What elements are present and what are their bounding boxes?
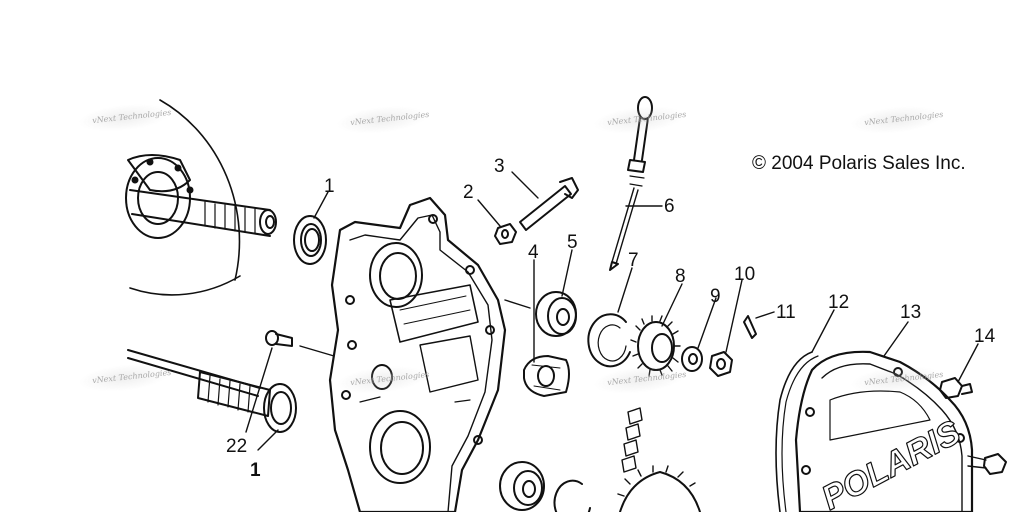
bolt-3	[519, 177, 579, 231]
seal-lower	[263, 383, 297, 433]
cotter-pin-11	[743, 315, 757, 339]
watermark: vNext Technologies	[606, 109, 687, 128]
callout-12: 12	[828, 292, 849, 313]
seal-upper	[293, 215, 327, 265]
callout-14: 14	[974, 326, 996, 347]
gearcase-housing	[328, 196, 507, 512]
callout-2: 2	[463, 182, 474, 203]
bolts-14	[939, 377, 1007, 475]
nut-2	[494, 223, 517, 245]
callout-10: 10	[734, 264, 755, 285]
callout-1-lower: 1	[250, 460, 261, 481]
callout-6: 6	[664, 196, 675, 217]
callout-1-upper: 1	[324, 176, 335, 197]
watermark: vNext Technologies	[91, 107, 172, 126]
watermark: vNext Technologies	[349, 369, 430, 388]
nut-10	[709, 351, 733, 377]
copyright-notice: © 2004 Polaris Sales Inc.	[752, 153, 966, 174]
callout-4: 4	[528, 242, 539, 263]
callout-22: 22	[226, 436, 247, 457]
drive-chain	[621, 407, 643, 473]
callout-3: 3	[494, 156, 505, 177]
callout-13: 13	[900, 302, 921, 323]
gasket-12	[775, 351, 819, 512]
callout-8: 8	[675, 266, 686, 287]
watermark: vNext Technologies	[91, 367, 172, 386]
washer-5	[535, 291, 577, 337]
watermark: vNext Technologies	[349, 109, 430, 128]
washer-9	[681, 346, 703, 372]
washer-lower	[499, 461, 545, 511]
watermark: vNext Technologies	[863, 109, 944, 128]
watermark: vNext Technologies	[606, 369, 687, 388]
tensioner-block-4	[523, 355, 570, 397]
callout-11: 11	[776, 302, 796, 323]
lower-gear	[617, 465, 701, 512]
watermark: vNext Technologies	[863, 369, 944, 388]
bolt-22	[265, 330, 293, 347]
callout-5: 5	[567, 232, 578, 253]
snap-ring-lower	[553, 479, 591, 512]
callout-7: 7	[628, 250, 639, 271]
driven-clutch-shaft	[125, 99, 277, 296]
leader-lines	[245, 171, 979, 451]
snap-ring-7	[587, 313, 631, 368]
callout-9: 9	[710, 286, 721, 307]
callout-labels: 1 2 3 4 5 6 7 8 9 10 11 12 13 14 22 1	[226, 156, 996, 481]
